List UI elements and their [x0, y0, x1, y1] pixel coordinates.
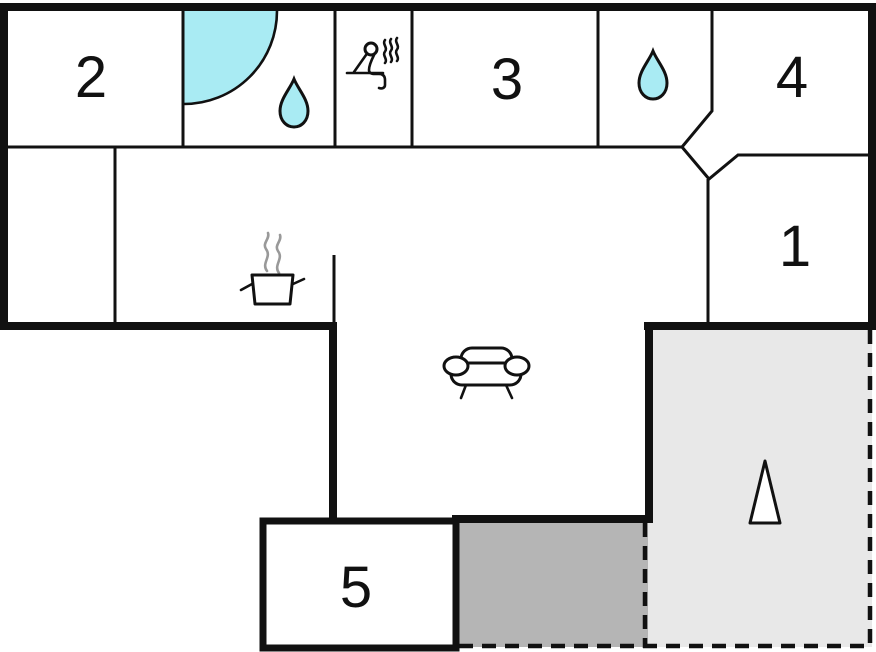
living-room-region	[337, 149, 645, 517]
bathroom-region	[186, 11, 333, 145]
room-label-2: 2	[75, 45, 107, 110]
kitchen-region	[117, 149, 331, 322]
sauna-region	[338, 11, 410, 145]
cooking-pot-steam-icon	[239, 231, 306, 306]
wc-region	[600, 11, 710, 145]
room-label-3: 3	[491, 47, 523, 112]
room-1-region	[710, 157, 868, 320]
entry-room-region	[7, 149, 113, 322]
room-4-region	[714, 11, 868, 151]
room-5-region	[267, 525, 452, 644]
room-2-region	[7, 11, 180, 145]
patio-area	[458, 521, 648, 647]
interior-walls	[6, 9, 872, 322]
patio-region	[460, 524, 643, 644]
room-label-5: 5	[340, 555, 372, 620]
room-label-4: 4	[776, 45, 808, 110]
exterior-walls	[0, 3, 876, 652]
room-label-1: 1	[779, 214, 811, 279]
dashed-boundaries	[459, 330, 873, 649]
room-5-walls	[259, 517, 460, 652]
corner-bathtub-icon	[182, 9, 279, 106]
room-3-region	[414, 11, 596, 145]
tree-icon	[748, 459, 782, 525]
sauna-person-steam-icon	[345, 36, 400, 90]
sofa-icon	[442, 346, 531, 400]
terrace-region	[653, 331, 868, 644]
